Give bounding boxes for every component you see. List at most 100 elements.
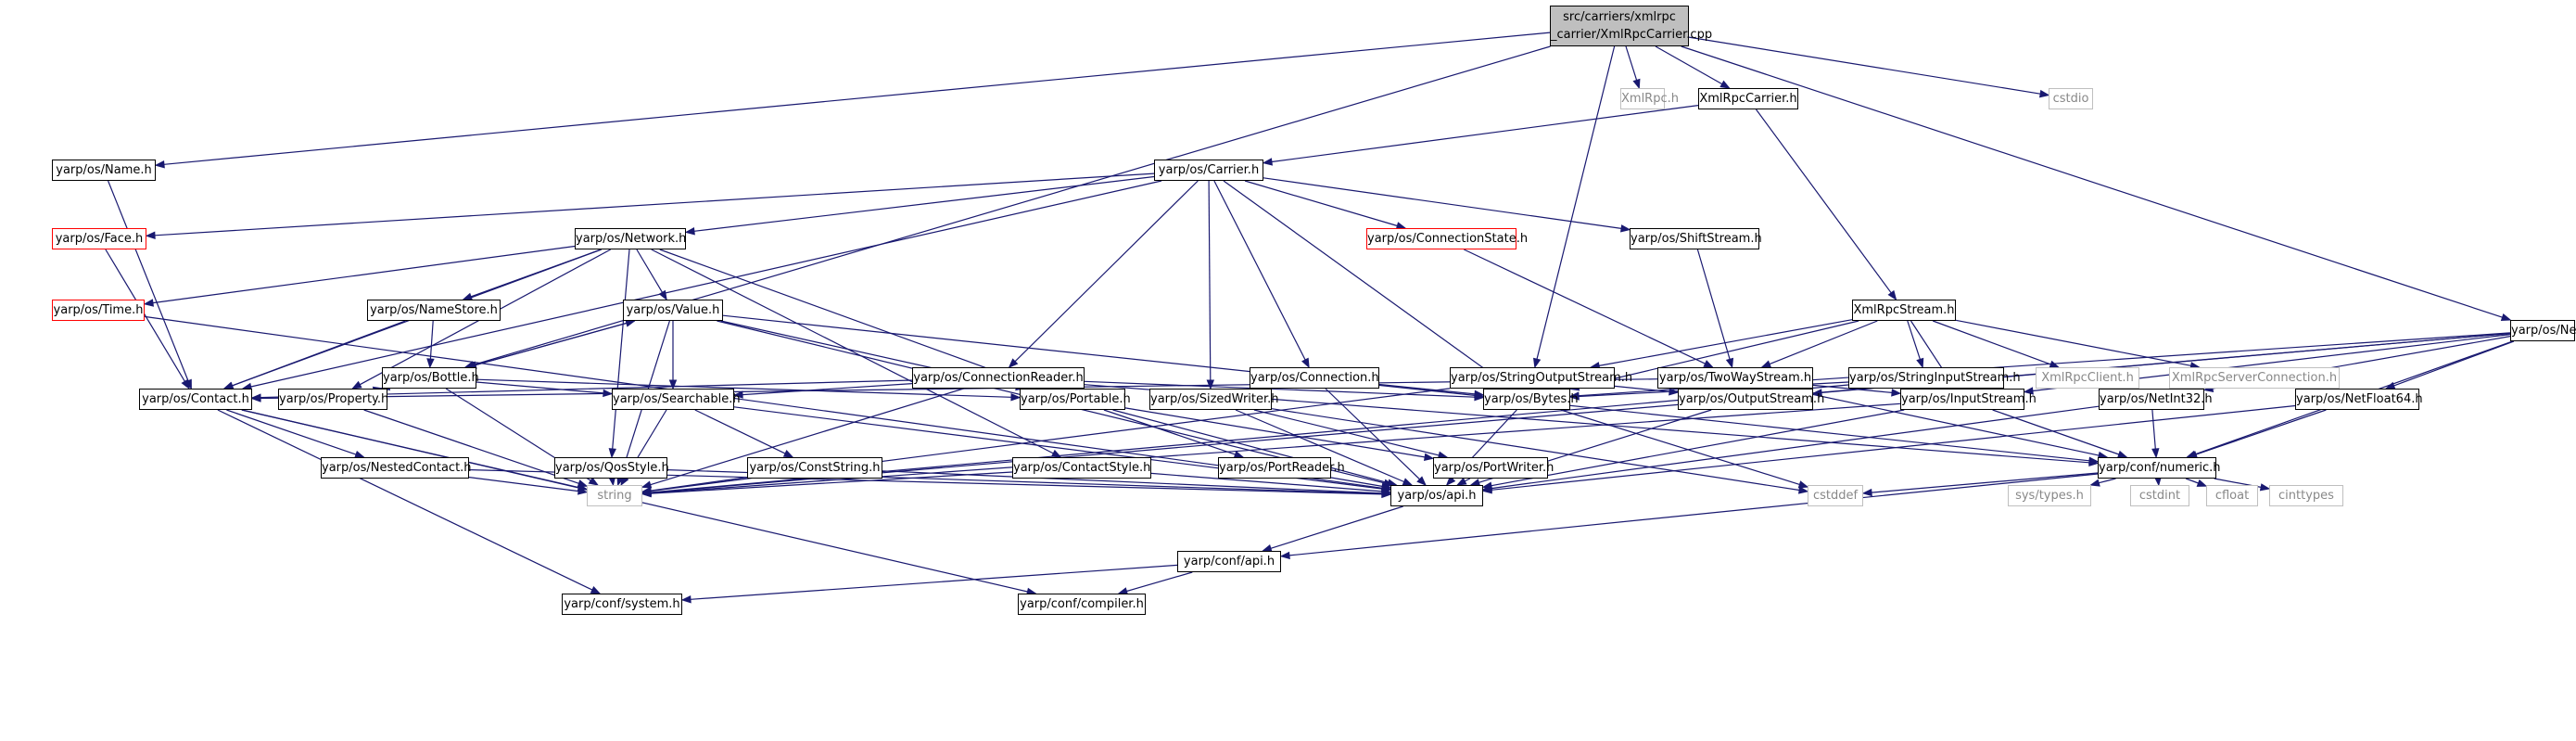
node-xmlrpcclient-h[interactable]: XmlRpcClient.h (2036, 367, 2139, 389)
node-outputstream-h[interactable]: yarp/os/OutputStream.h (1678, 389, 1824, 410)
node-searchable-h[interactable]: yarp/os/Searchable.h (612, 389, 741, 410)
node-contact-h[interactable]: yarp/os/Contact.h (139, 389, 252, 410)
arrowhead-namestore-h-to-bottle-h (426, 358, 435, 369)
edge-sizedwriter-h-to-cstddef (1271, 408, 1800, 492)
edge-connstate-h-to-twoway-h (1464, 249, 1706, 364)
node-connstate-h[interactable]: yarp/os/ConnectionState.h (1366, 228, 1528, 249)
edge-contact-h-to-confsystem-h (217, 409, 593, 591)
node-qosstyle-h[interactable]: yarp/os/QosStyle.h (554, 457, 669, 479)
edge-value-h-to-numeric-h (722, 314, 2090, 462)
node-xmlrpcserverconn-h[interactable]: XmlRpcServerConnection.h (2169, 367, 2340, 389)
node-twoway-h[interactable]: yarp/os/TwoWayStream.h (1657, 367, 1813, 389)
arrowhead-carrier-h-to-shiftstream-h (1619, 224, 1631, 233)
node-connreader-h[interactable]: yarp/os/ConnectionReader.h (912, 367, 1085, 389)
node-cfloat[interactable]: cfloat (2206, 485, 2258, 506)
node-portreader-h[interactable]: yarp/os/PortReader.h (1218, 457, 1345, 479)
arrowhead-netfloat64-h-to-api-h (1481, 486, 1492, 494)
edge-carrier-h-to-contact-h (250, 180, 1162, 388)
edge-property-h-to-string (363, 409, 579, 484)
edge-xmlrpccarrier-h-to-carrier-h (1271, 105, 1699, 163)
node-cstdio[interactable]: cstdio (2049, 88, 2093, 109)
edge-shiftstream-h-to-twoway-h (1696, 249, 1731, 360)
edge-bottle-h-to-portable-h (476, 378, 1012, 398)
edge-connection-h-to-bytes-h (1378, 383, 1476, 395)
node-sos-h[interactable]: yarp/os/StringOutputStream.h (1450, 367, 1632, 389)
arrowhead-sizedwriter-h-to-api-h (1402, 478, 1414, 486)
node-bytes-h[interactable]: yarp/os/Bytes.h (1483, 389, 1579, 410)
edge-numeric-h-to-cstddef (1871, 472, 2099, 493)
node-systypes-h[interactable]: sys/types.h (2008, 485, 2091, 506)
node-connection-h[interactable]: yarp/os/Connection.h (1250, 367, 1379, 389)
node-sizedwriter-h[interactable]: yarp/os/SizedWriter.h (1149, 389, 1279, 410)
node-sis-h[interactable]: yarp/os/StringInputStream.h (1848, 367, 2021, 389)
edge-confapi-h-to-confcompiler-h (1126, 571, 1193, 593)
edge-face-h-to-contact-h (105, 249, 185, 382)
arrowhead-root-to-nettype-h (2500, 313, 2512, 322)
edge-netfloat64-h-to-numeric-h (2195, 409, 2327, 455)
node-property-h[interactable]: yarp/os/Property.h (278, 389, 388, 410)
node-confcompiler-h[interactable]: yarp/conf/compiler.h (1018, 594, 1146, 615)
node-conststring-h[interactable]: yarp/os/ConstString.h (747, 457, 882, 479)
edge-name-h-to-contact-h (108, 180, 189, 381)
node-nestedcontact-h[interactable]: yarp/os/NestedContact.h (321, 457, 472, 479)
node-netint32-h[interactable]: yarp/os/NetInt32.h (2099, 389, 2213, 410)
edge-numeric-h-to-confapi-h (1288, 473, 2099, 556)
edge-portable-h-to-portreader-h (1103, 409, 1236, 455)
arrowhead-numeric-h-to-cinttypes (2259, 483, 2271, 492)
edge-contactstyle-h-to-api-h (1150, 472, 1383, 492)
edge-searchable-h-to-conststring-h (694, 409, 786, 454)
node-cstdint[interactable]: cstdint (2130, 485, 2189, 506)
node-shiftstream-h[interactable]: yarp/os/ShiftStream.h (1630, 228, 1762, 249)
arrowhead-numeric-h-to-cfloat (2196, 479, 2208, 487)
edge-netint32-h-to-api-h (1491, 405, 2100, 490)
node-numeric-h[interactable]: yarp/conf/numeric.h (2098, 457, 2221, 479)
node-bottle-h[interactable]: yarp/os/Bottle.h (382, 367, 479, 389)
edge-xmlrpcstream-h-to-xmlrpcclient-h (1932, 320, 2051, 365)
arrowhead-connreader-h-to-searchable-h (732, 390, 743, 399)
edge-contact-h-to-nestedcontact-h (226, 409, 357, 455)
arrowhead-face-h-to-contact-h (181, 378, 190, 390)
node-inputstream-h[interactable]: yarp/os/InputStream.h (1900, 389, 2037, 410)
node-confapi-h[interactable]: yarp/conf/api.h (1177, 551, 1281, 572)
edge-bytes-h-to-cstddef (1560, 409, 1800, 485)
node-name-h[interactable]: yarp/os/Name.h (52, 160, 156, 181)
node-namestore-h[interactable]: yarp/os/NameStore.h (367, 300, 501, 321)
edge-nettype-h-to-netfloat64-h (2393, 340, 2515, 387)
arrowhead-portreader-h-to-api-h (1380, 482, 1392, 491)
arrowhead-confapi-h-to-confsystem-h (680, 595, 692, 604)
node-netfloat64-h[interactable]: yarp/os/NetFloat64.h (2295, 389, 2423, 410)
node-string[interactable]: string (587, 485, 642, 506)
edge-connreader-h-to-string (650, 388, 964, 486)
node-confsystem-h[interactable]: yarp/conf/system.h (562, 594, 682, 615)
node-root: src/carriers/xmlrpc _carrier/XmlRpcCarri… (1550, 6, 1712, 46)
node-cinttypes[interactable]: cinttypes (2269, 485, 2343, 506)
edge-carrier-h-to-connstate-h (1244, 180, 1398, 227)
node-api-h[interactable]: yarp/os/api.h (1390, 485, 1483, 506)
node-nettype-h[interactable]: yarp/os/NetType.h (2510, 320, 2576, 341)
arrowhead-twoway-h-to-contact-h (250, 394, 261, 402)
edge-root-to-nettype-h (1681, 45, 2503, 318)
edge-numeric-h-to-systypes-h (2099, 478, 2116, 484)
node-portwriter-h[interactable]: yarp/os/PortWriter.h (1433, 457, 1554, 479)
node-network-h[interactable]: yarp/os/Network.h (575, 228, 686, 249)
edge-sizedwriter-h-to-api-h (1235, 409, 1404, 483)
arrowhead-twoway-h-to-inputstream-h (1891, 389, 1902, 397)
arrowhead-contact-h-to-confsystem-h (590, 586, 602, 594)
arrowhead-portwriter-h-to-api-h (1455, 477, 1467, 486)
node-xmlrpc-h[interactable]: XmlRpc.h (1620, 88, 1679, 109)
edge-root-to-name-h (163, 32, 1551, 165)
node-portable-h[interactable]: yarp/os/Portable.h (1020, 389, 1131, 410)
arrowhead-bytes-h-to-cstddef (1797, 480, 1809, 489)
edge-xmlrpcstream-h-to-twoway-h (1769, 320, 1878, 365)
node-xmlrpccarrier-h[interactable]: XmlRpcCarrier.h (1698, 88, 1798, 109)
node-carrier-h[interactable]: yarp/os/Carrier.h (1154, 160, 1263, 181)
node-value-h[interactable]: yarp/os/Value.h (623, 300, 723, 321)
node-xmlrpcstream-h[interactable]: XmlRpcStream.h (1852, 300, 1956, 321)
arrowhead-carrier-h-to-network-h (684, 227, 695, 236)
arrowhead-xmlrpcstream-h-to-sis-h (1916, 357, 1924, 369)
edge-root-to-xmlrpccarrier-h (1655, 45, 1723, 85)
node-contactstyle-h[interactable]: yarp/os/ContactStyle.h (1012, 457, 1151, 479)
node-face-h[interactable]: yarp/os/Face.h (52, 228, 146, 249)
node-cstddef[interactable]: cstddef (1808, 485, 1863, 506)
node-time-h[interactable]: yarp/os/Time.h (52, 300, 145, 321)
